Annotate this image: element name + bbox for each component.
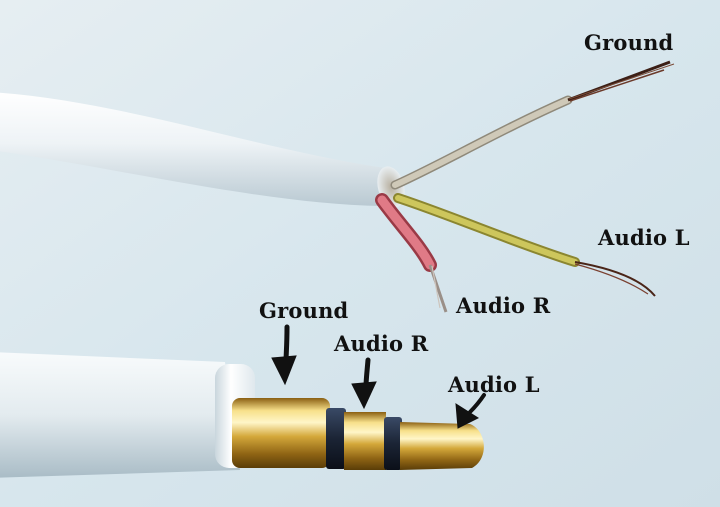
- arrow-ground: [271, 324, 297, 386]
- label-audio-l-plug: Audio L: [448, 372, 540, 397]
- audio-r-wire: [375, 193, 448, 313]
- label-ground-plug: Ground: [259, 298, 349, 323]
- audio-l-wire: [393, 193, 656, 297]
- trs-plug: [232, 398, 484, 470]
- label-ground-wire: Ground: [584, 30, 674, 55]
- label-audio-r-wire: Audio R: [456, 293, 551, 318]
- label-audio-r-plug: Audio R: [334, 331, 429, 356]
- ground-wire: [390, 60, 675, 190]
- label-audio-l-wire: Audio L: [598, 225, 690, 250]
- arrow-audio-l: [455, 393, 486, 429]
- arrow-audio-r: [351, 357, 377, 410]
- plug-cable: [0, 352, 255, 478]
